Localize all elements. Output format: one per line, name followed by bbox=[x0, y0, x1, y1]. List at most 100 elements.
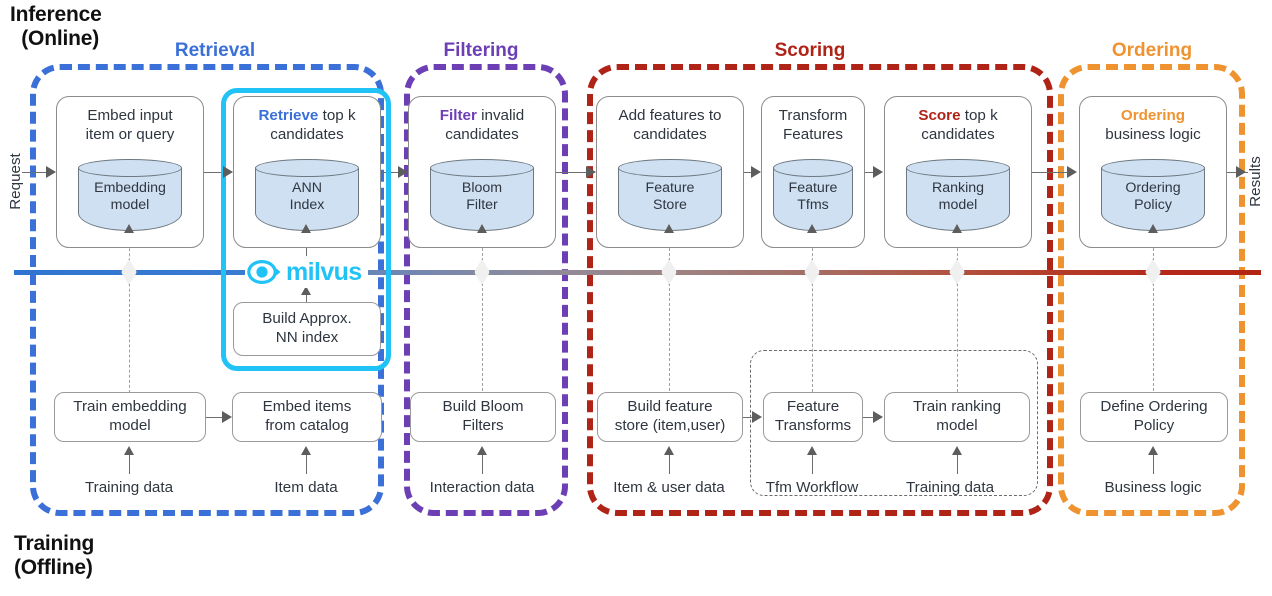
flow-line-request bbox=[22, 172, 48, 173]
stage-title-scoring: Scoring bbox=[774, 40, 846, 61]
milvus-logo: milvus bbox=[245, 256, 368, 288]
connector-ordering-policy-diamond bbox=[1145, 259, 1161, 285]
train-flow-arrow-1 bbox=[222, 411, 232, 423]
train-node-build-feature-store[interactable]: Build feature store (item,user) bbox=[597, 392, 743, 442]
stage-title-retrieval: Retrieval bbox=[174, 40, 256, 61]
node-score-topk[interactable]: Score top k candidates Ranking model bbox=[884, 96, 1032, 248]
train-flow-arrow-2 bbox=[752, 411, 762, 423]
node-filter-invalid[interactable]: Filter invalid candidates Bloom Filter bbox=[408, 96, 556, 248]
source-line-training-data-2 bbox=[957, 452, 958, 474]
flow-arrow-2 bbox=[398, 166, 408, 178]
train-node-build-bloom-filters[interactable]: Build Bloom Filters bbox=[410, 392, 556, 442]
flow-line-4 bbox=[744, 172, 753, 173]
data-label-business-logic: Business logic bbox=[1104, 479, 1202, 496]
source-line-tfm-workflow bbox=[812, 452, 813, 474]
connector-ordering-policy-arrow bbox=[1148, 224, 1158, 233]
flow-line-3 bbox=[556, 172, 588, 173]
flow-arrow-3 bbox=[586, 166, 596, 178]
data-label-interaction-data: Interaction data bbox=[429, 479, 535, 496]
node-score-topk-title: Score top k candidates bbox=[885, 106, 1031, 144]
node-retrieve-topk-emphasis: Retrieve bbox=[258, 107, 319, 124]
source-line-item-data bbox=[306, 452, 307, 474]
source-line-business-logic bbox=[1153, 452, 1154, 474]
caption-training-offline: Training (Offline) bbox=[14, 532, 95, 579]
connector-ann-index-lower-arrow bbox=[301, 286, 311, 295]
cylinder-feature-store-label: Feature Store bbox=[645, 179, 695, 214]
flow-line-6 bbox=[1032, 172, 1069, 173]
cylinder-embedding-model-label: Embedding model bbox=[94, 179, 166, 214]
node-ordering-logic-emphasis: Ordering bbox=[1120, 107, 1186, 124]
cylinder-body bbox=[618, 168, 722, 231]
flow-arrow-1 bbox=[223, 166, 233, 178]
train-node-embed-items[interactable]: Embed items from catalog bbox=[232, 392, 382, 442]
milvus-highlight-outline bbox=[221, 88, 391, 371]
cylinder-embedding-model: Embedding model bbox=[78, 159, 182, 231]
data-label-tfm-workflow: Tfm Workflow bbox=[765, 479, 859, 496]
source-line-item-user-data bbox=[669, 452, 670, 474]
source-arrow-training-data-2 bbox=[952, 446, 962, 455]
cylinder-top bbox=[906, 159, 1010, 177]
connector-embedding-arrow bbox=[124, 224, 134, 233]
stage-box-filtering bbox=[404, 64, 568, 516]
cylinder-body bbox=[430, 168, 534, 231]
node-retrieve-topk-title: Retrieve top k candidates bbox=[234, 106, 380, 144]
cylinder-ranking-model: Ranking model bbox=[906, 159, 1010, 231]
cylinder-bloom-filter-label: Bloom Filter bbox=[461, 179, 503, 214]
connector-embedding-diamond bbox=[121, 259, 137, 285]
train-node-train-ranking-model[interactable]: Train ranking model bbox=[884, 392, 1030, 442]
node-filter-invalid-title: Filter invalid candidates bbox=[409, 106, 555, 144]
node-retrieve-topk-rest: top k candidates bbox=[270, 107, 356, 144]
connector-bloom-arrow bbox=[477, 224, 487, 233]
milvus-eye-icon bbox=[247, 260, 281, 284]
train-node-build-ann-index[interactable]: Build Approx. NN index bbox=[233, 302, 381, 356]
source-line-interaction-data bbox=[482, 452, 483, 474]
caption-inference-online: Inference (Online) bbox=[10, 3, 102, 50]
source-line-training-data-1 bbox=[129, 452, 130, 474]
stage-box-retrieval bbox=[30, 64, 384, 516]
flow-line-5 bbox=[865, 172, 875, 173]
cylinder-top bbox=[430, 159, 534, 177]
cylinder-ordering-policy: Ordering Policy bbox=[1101, 159, 1205, 231]
node-ordering-logic[interactable]: Ordering business logic Ordering Policy bbox=[1079, 96, 1227, 248]
data-label-training-data-1: Training data bbox=[84, 479, 174, 496]
flow-arrow-request bbox=[46, 166, 56, 178]
node-add-features-title: Add features to candidates bbox=[618, 107, 722, 144]
cylinder-top bbox=[618, 159, 722, 177]
train-flow-arrow-3 bbox=[873, 411, 883, 423]
flow-arrow-4 bbox=[751, 166, 761, 178]
stage-box-scoring bbox=[587, 64, 1053, 516]
connector-ann-index-arrow bbox=[301, 224, 311, 233]
train-node-train-embedding[interactable]: Train embedding model bbox=[54, 392, 206, 442]
cylinder-feature-tfms: Feature Tfms bbox=[773, 159, 853, 231]
cylinder-body bbox=[773, 168, 853, 231]
train-flow-line-3 bbox=[863, 417, 874, 418]
source-arrow-training-data-1 bbox=[124, 446, 134, 455]
connector-feature-tfms-arrow bbox=[807, 224, 817, 233]
train-flow-line-1 bbox=[206, 417, 223, 418]
flow-line-1 bbox=[204, 172, 225, 173]
node-score-topk-emphasis: Score bbox=[918, 107, 961, 124]
connector-ranking-model bbox=[957, 228, 958, 392]
node-add-features[interactable]: Add features to candidates Feature Store bbox=[596, 96, 744, 248]
node-retrieve-topk[interactable]: Retrieve top k candidates ANN Index bbox=[233, 96, 381, 248]
connector-embedding bbox=[129, 228, 130, 398]
cylinder-ranking-model-label: Ranking model bbox=[931, 179, 985, 214]
connector-feature-tfms bbox=[812, 228, 813, 392]
cylinder-top bbox=[1101, 159, 1205, 177]
flow-arrow-results bbox=[1236, 166, 1246, 178]
node-transform-features-title: Transform Features bbox=[778, 107, 848, 144]
node-filter-invalid-emphasis: Filter bbox=[439, 107, 477, 124]
node-ordering-logic-title: Ordering business logic bbox=[1080, 106, 1226, 144]
train-node-feature-transforms[interactable]: Feature Transforms bbox=[763, 392, 863, 442]
node-transform-features[interactable]: Transform Features Feature Tfms bbox=[761, 96, 865, 248]
node-embed-input-title: Embed input item or query bbox=[85, 107, 175, 144]
label-request: Request bbox=[6, 153, 24, 210]
flow-arrow-6 bbox=[1067, 166, 1077, 178]
cylinder-top bbox=[78, 159, 182, 177]
cylinder-feature-tfms-label: Feature Tfms bbox=[788, 179, 838, 214]
source-arrow-interaction-data bbox=[477, 446, 487, 455]
train-node-define-ordering[interactable]: Define Ordering Policy bbox=[1080, 392, 1228, 442]
label-results: Results bbox=[1246, 156, 1264, 207]
cylinder-ann-index-label: ANN Index bbox=[289, 179, 325, 214]
